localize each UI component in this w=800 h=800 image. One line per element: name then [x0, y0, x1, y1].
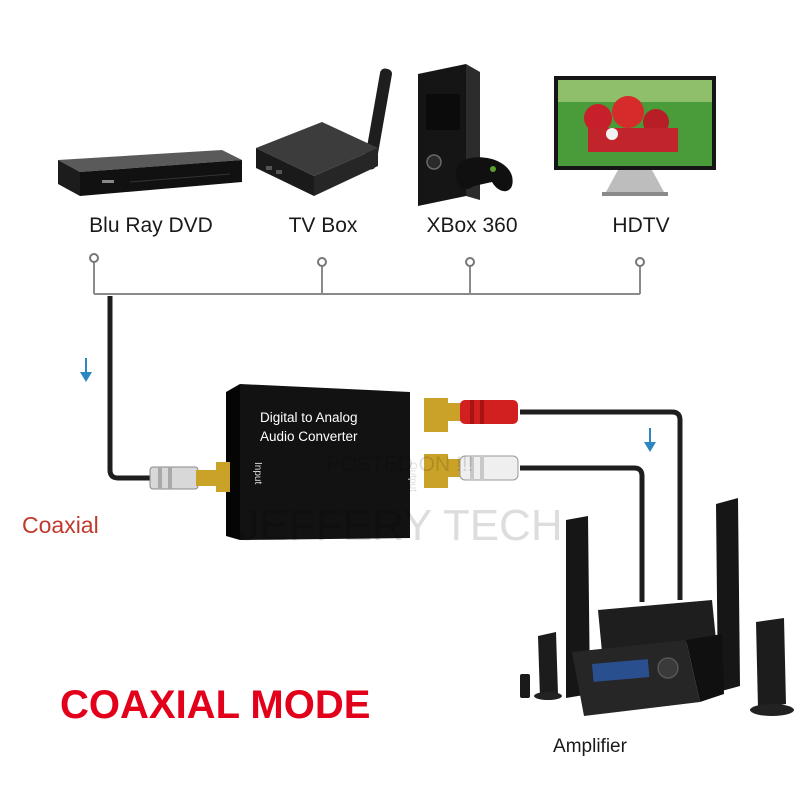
rca-cable-red — [520, 409, 683, 600]
coaxial-cable — [107, 296, 152, 481]
source-label-bluray: Blu Ray DVD — [89, 214, 213, 237]
mode-title: COAXIAL MODE — [60, 683, 370, 727]
rca-plug-white — [448, 455, 519, 481]
rca-cable-white — [520, 465, 645, 602]
xbox-console-icon — [418, 64, 513, 206]
flow-arrow-down-icon — [80, 358, 92, 382]
amplifier-speaker-system-icon — [520, 498, 794, 716]
coaxial-label: Coaxial — [22, 512, 99, 538]
converter-title-line1: Digital to Analog — [260, 410, 358, 425]
converter-box — [216, 384, 448, 540]
converter-title-line2: Audio Converter — [260, 429, 358, 444]
bus-connector-dots — [89, 253, 645, 267]
source-label-tvbox: TV Box — [289, 214, 358, 237]
coaxial-plug — [149, 466, 218, 490]
source-label-hdtv: HDTV — [612, 214, 669, 237]
hdtv-icon — [554, 76, 716, 196]
bluray-player-icon — [58, 150, 242, 196]
watermark-line2: JEFFERY TECH — [237, 501, 562, 550]
converter-input-label: Input — [252, 462, 263, 484]
flow-arrow-down-icon — [644, 428, 656, 452]
amplifier-label: Amplifier — [553, 736, 628, 757]
source-bus-line — [93, 258, 641, 295]
source-label-xbox: XBox 360 — [426, 214, 517, 237]
converter-output-label: Output — [407, 462, 418, 492]
rca-plug-red — [448, 400, 518, 424]
watermark-line1: POSTED ON !!! — [326, 453, 473, 476]
tv-box-icon — [256, 68, 392, 196]
